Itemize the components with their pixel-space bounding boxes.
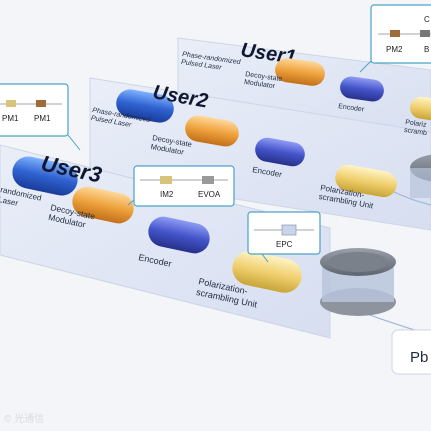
user1-modulator-capsule	[275, 58, 325, 86]
callout-pointer	[67, 134, 81, 151]
user3-callout-evoa-label: EVOA	[198, 190, 221, 199]
user1-scrambler-capsule	[410, 96, 431, 122]
user1-scrambler-line: scramb	[404, 127, 428, 137]
user1-encoder-label: Encoder	[338, 103, 365, 114]
callout-pointer	[359, 59, 373, 73]
pbs-unit: Pb	[391, 329, 431, 375]
user2-laser-capsule	[116, 89, 174, 123]
user3-scrambler-capsule	[232, 251, 302, 293]
user1-modulator-line: Modulator	[244, 79, 276, 90]
user1-scrambler-line: Polariz	[405, 119, 428, 129]
user1-encoder-capsule	[340, 76, 384, 102]
user1-callout: PM2 B C	[359, 4, 431, 73]
user1-callout-b: B	[424, 45, 429, 54]
user2-callout-pm1b: PM1	[34, 114, 51, 123]
user3-group: User3 randomizedLaser Decoy-stateModulat…	[0, 150, 302, 310]
fiber-spool-right	[410, 154, 431, 198]
user1-callout-pm2: PM2	[386, 45, 403, 54]
user2-callout: PM1 PM1	[0, 83, 81, 151]
pbs-label: Pb	[410, 349, 428, 366]
user3-laser-line: Laser	[0, 195, 19, 208]
user1-modulator-label: Decoy-stateModulator	[244, 71, 283, 91]
component-icon	[36, 100, 46, 107]
watermark: © 光通信	[4, 414, 45, 425]
user3-callout-epc-label: EPC	[276, 240, 293, 249]
user1-scrambler-label: Polarizscramb	[404, 119, 429, 137]
user3-callout-im2-label: IM2	[160, 190, 174, 199]
component-icon	[202, 176, 214, 184]
user2-callout-pm1a: PM1	[2, 114, 19, 123]
user3-laser-capsule	[12, 156, 78, 196]
user1-callout-c: C	[424, 15, 430, 24]
component-icon	[160, 176, 172, 184]
user2-encoder-capsule	[255, 137, 305, 167]
callout-pointer	[261, 253, 269, 263]
component-icon	[6, 100, 16, 107]
component-icon	[281, 224, 297, 236]
user3-callout-epc: EPC	[247, 211, 321, 263]
callout-box	[0, 83, 69, 137]
component-icon	[390, 30, 400, 37]
user2-scrambler-capsule	[335, 164, 397, 198]
pbs-box	[391, 329, 431, 375]
component-icon	[420, 30, 430, 37]
user2-modulator-capsule	[185, 115, 239, 147]
user3-modulator-capsule	[72, 186, 134, 224]
user3-encoder-capsule	[148, 216, 210, 254]
fiber-spool	[320, 248, 396, 316]
callout-box	[133, 165, 235, 207]
user3-callout-im2: IM2 EVOA	[127, 165, 235, 207]
